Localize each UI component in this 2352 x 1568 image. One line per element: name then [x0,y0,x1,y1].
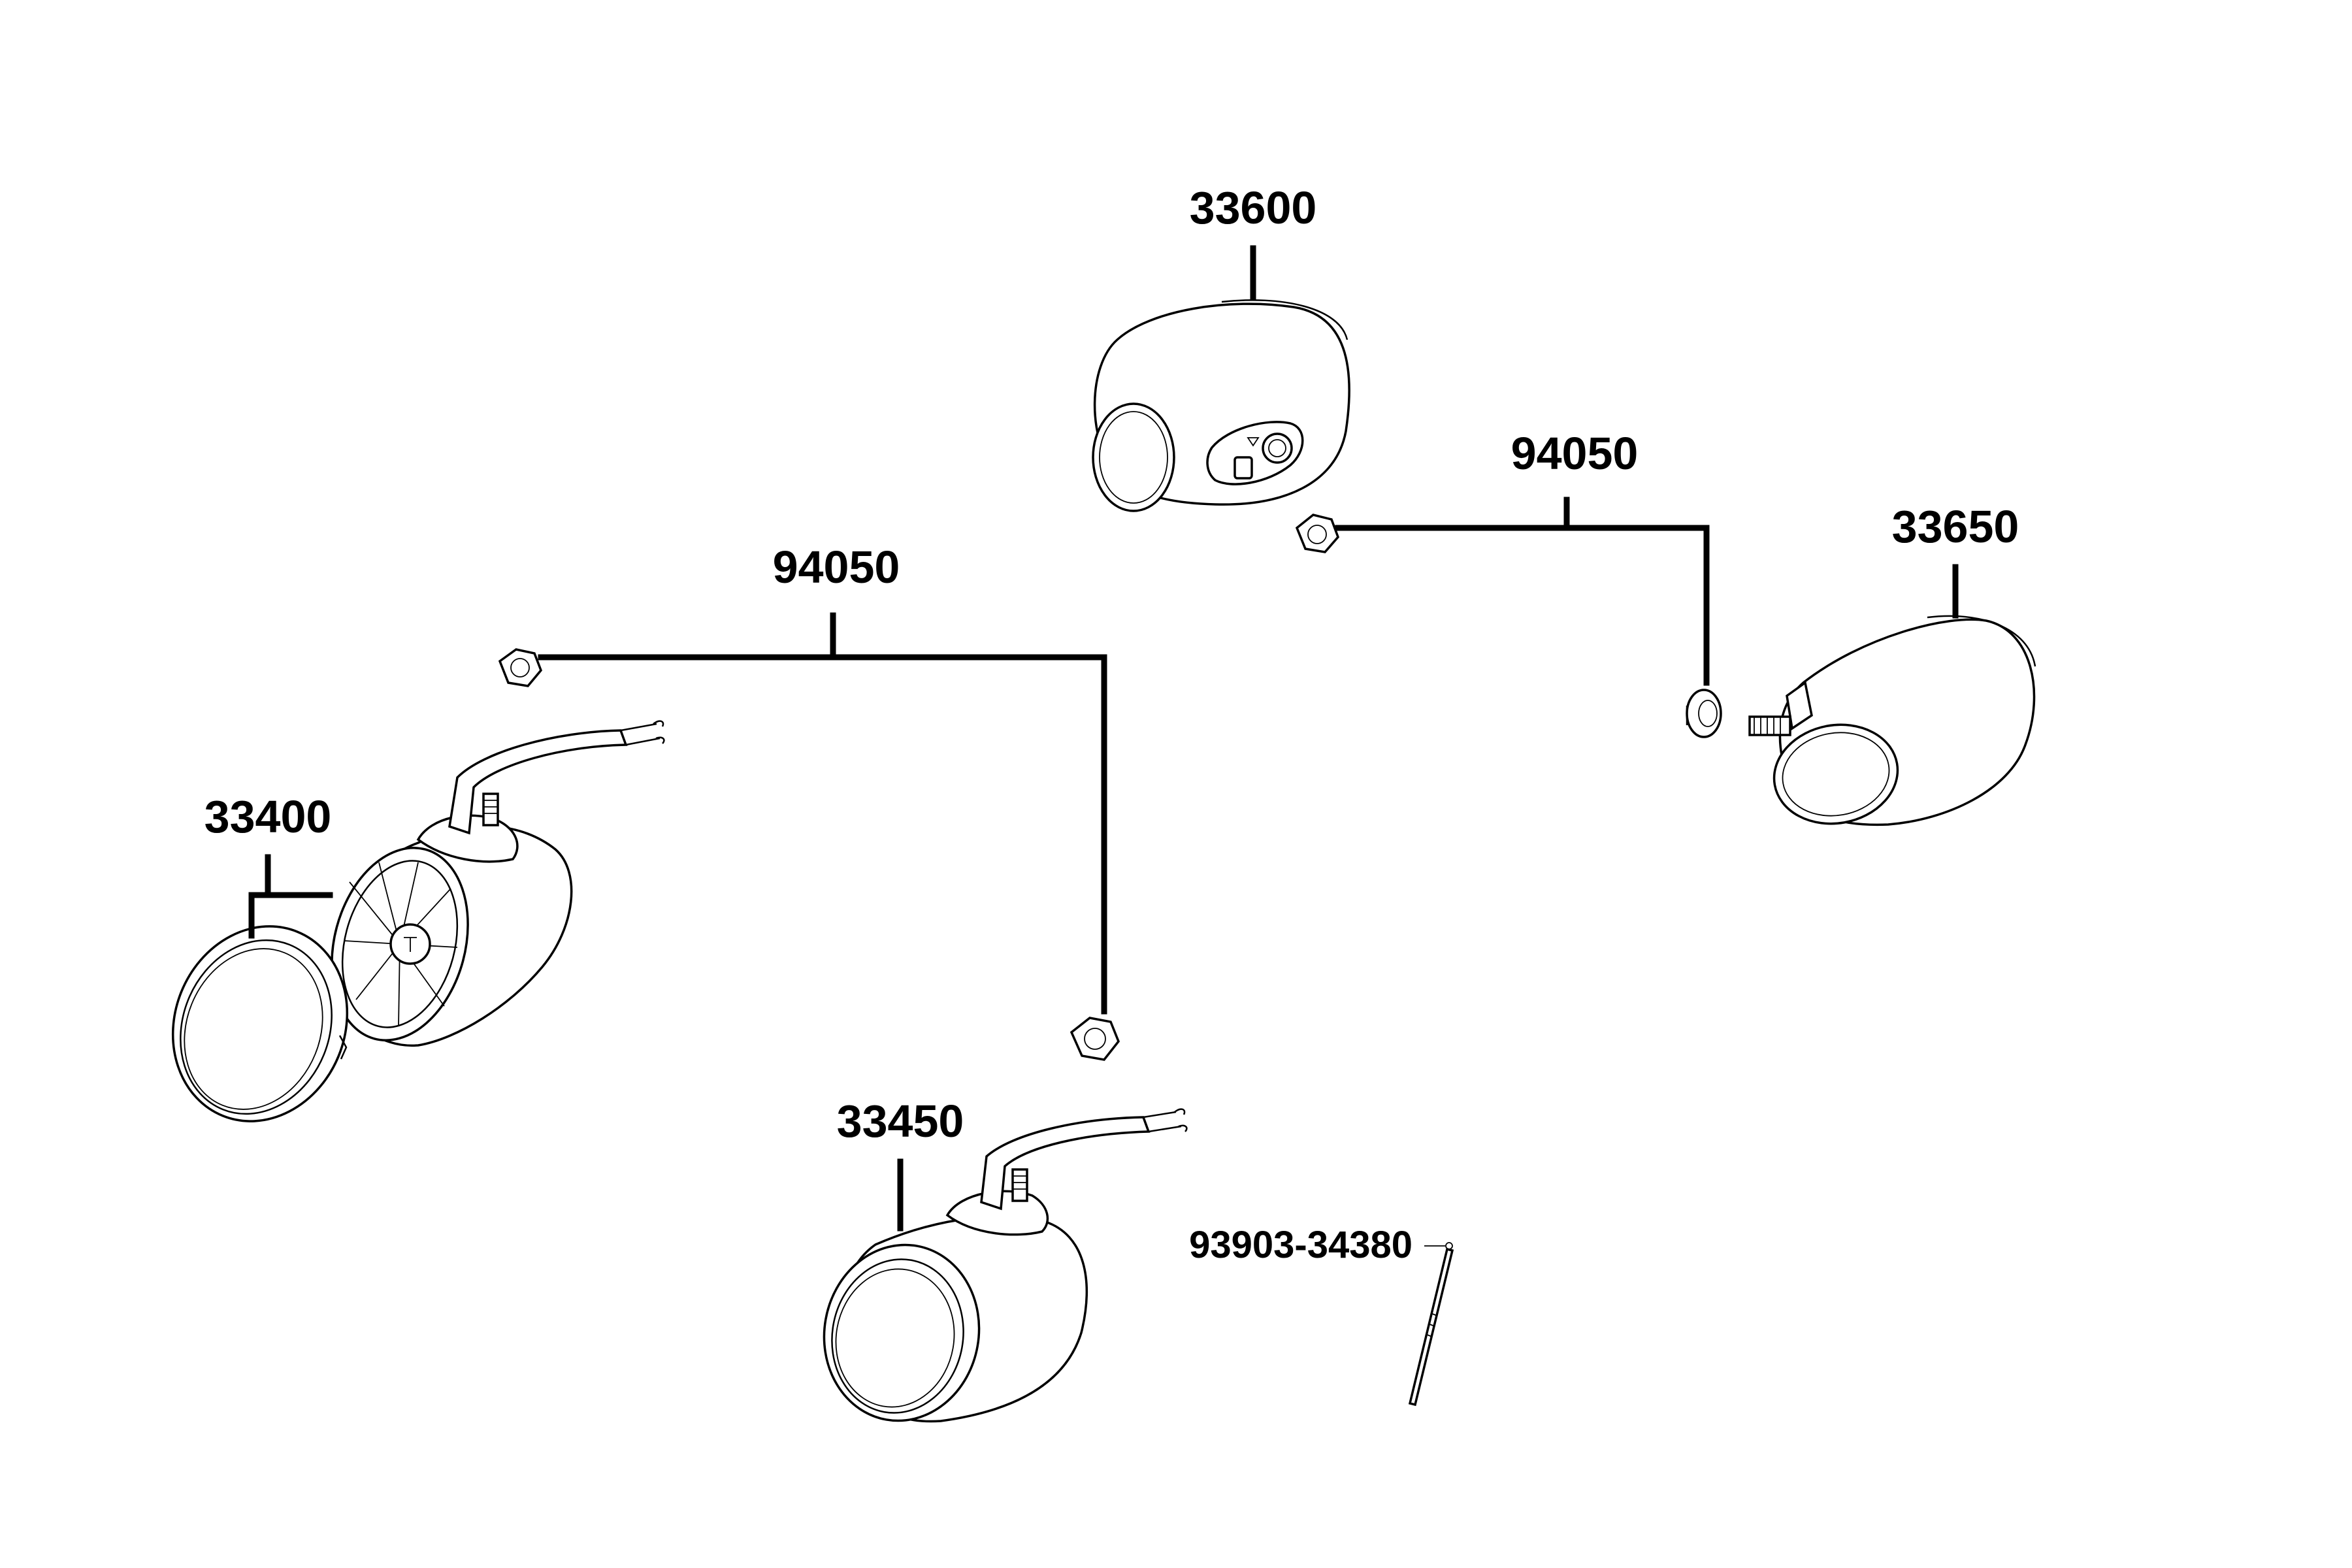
part-33650-lamp[interactable] [1748,615,2036,834]
label-33450: 33450 [837,1096,964,1232]
label-94050-right: 94050 [1335,428,1710,686]
label-33400: 33400 [204,791,333,939]
part-94050-nut-right-a[interactable] [1295,514,1340,553]
part-number-33650: 33650 [1892,501,2019,552]
part-number-93903-34380: 93903-34380 [1189,1224,1413,1266]
part-93903-34380-screw[interactable] [1408,1242,1454,1407]
part-33600-lamp[interactable] [1092,299,1350,512]
label-94050-left: 94050 [538,542,1107,1015]
part-33450-lamp[interactable] [810,1108,1188,1433]
part-number-94050-left: 94050 [773,542,900,593]
part-number-33450: 33450 [837,1096,964,1147]
part-94050-nut-left-a[interactable] [498,648,543,687]
part-94050-nut-right-b[interactable] [1686,689,1722,738]
part-33400-lens[interactable] [144,900,376,1147]
label-33650: 33650 [1892,501,2019,619]
label-93903-34380: 93903-34380 [1189,1224,1413,1266]
part-94050-nut-left-b[interactable] [1070,1017,1120,1061]
part-33400-lamp-housing[interactable] [312,720,665,1056]
part-number-94050-right: 94050 [1511,428,1639,479]
part-number-33600: 33600 [1190,182,1317,233]
label-33600: 33600 [1190,182,1317,301]
part-number-33400: 33400 [204,791,332,842]
